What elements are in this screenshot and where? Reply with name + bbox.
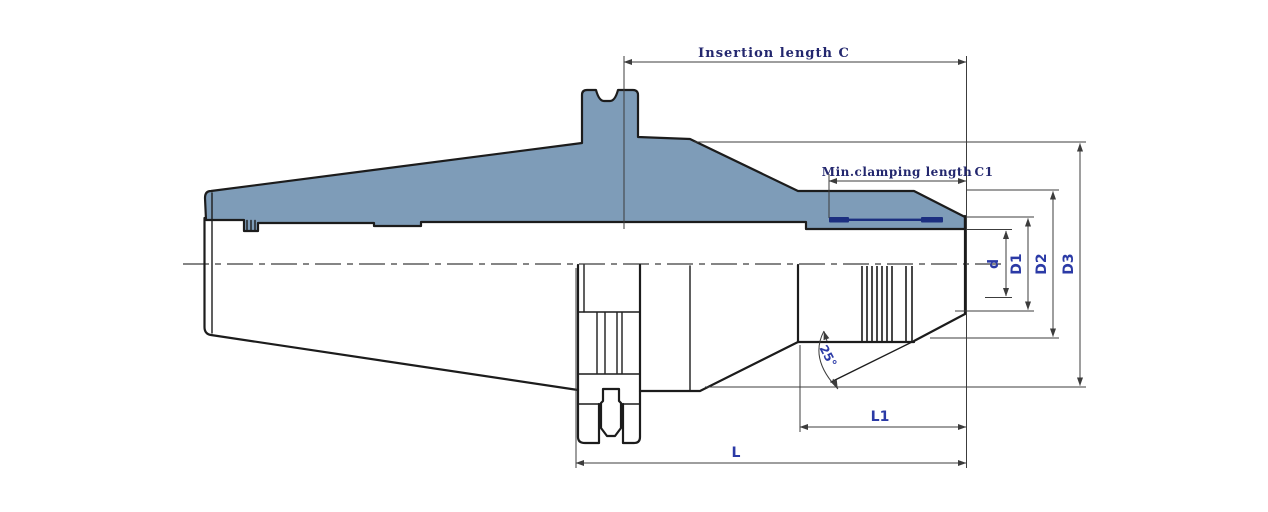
- lower-external-view: [203, 192, 967, 445]
- clamp-mark-line: [849, 218, 921, 221]
- nose-grooves: [861, 266, 913, 341]
- angle-arrow-bottom: [831, 378, 838, 389]
- dim-angle: 25°: [816, 330, 915, 390]
- d2-label: D2: [1034, 253, 1050, 274]
- flange-lower: [576, 263, 642, 445]
- clamping-range-marks: [829, 217, 943, 223]
- angle-label: 25°: [816, 343, 839, 370]
- section-body: [203, 88, 967, 233]
- body-bottom-outline: [638, 340, 800, 393]
- clamp-mark-right: [921, 217, 943, 223]
- flange-slot-lines: [583, 264, 623, 374]
- dim-d: d: [967, 229, 1012, 298]
- dim-l1: L1: [799, 345, 967, 432]
- clamp-mark-left: [829, 217, 849, 223]
- ext-lines: [694, 141, 1086, 388]
- dimensions: Insertion length C Min.clamping length C…: [575, 46, 1086, 468]
- dim-insertion-length: Insertion length C: [623, 46, 967, 229]
- min-clamping-label: Min.clamping length: [822, 165, 972, 179]
- nose-cone-lower: [912, 312, 967, 343]
- dim-min-clamping: Min.clamping length C1: [822, 165, 994, 218]
- flange-groove-pedestal: [599, 387, 623, 438]
- dim-l: L: [575, 268, 967, 468]
- d-label: d: [986, 259, 1002, 269]
- ext-lines: [930, 189, 1059, 339]
- c1-label: C1: [975, 165, 994, 179]
- ext-lines: [955, 216, 1034, 312]
- upper-section-view: [203, 88, 967, 233]
- d3-label: D3: [1061, 253, 1077, 274]
- dim-d3: D3: [694, 141, 1086, 388]
- angle-arrow-top: [823, 331, 830, 342]
- d1-label: D1: [1009, 253, 1025, 274]
- taper-shank-outline: [203, 216, 580, 392]
- ext-lines: [967, 229, 1012, 298]
- thread-marks: [246, 219, 256, 232]
- dim-d2: D2: [930, 189, 1059, 339]
- dim-d1: D1: [955, 216, 1034, 312]
- angle-leg-line: [830, 340, 915, 383]
- l-label: L: [732, 445, 741, 461]
- l1-label: L1: [871, 409, 890, 425]
- insertion-length-label: Insertion length C: [698, 46, 850, 61]
- flange-outer: [576, 263, 642, 445]
- flange-band-lines: [577, 311, 641, 375]
